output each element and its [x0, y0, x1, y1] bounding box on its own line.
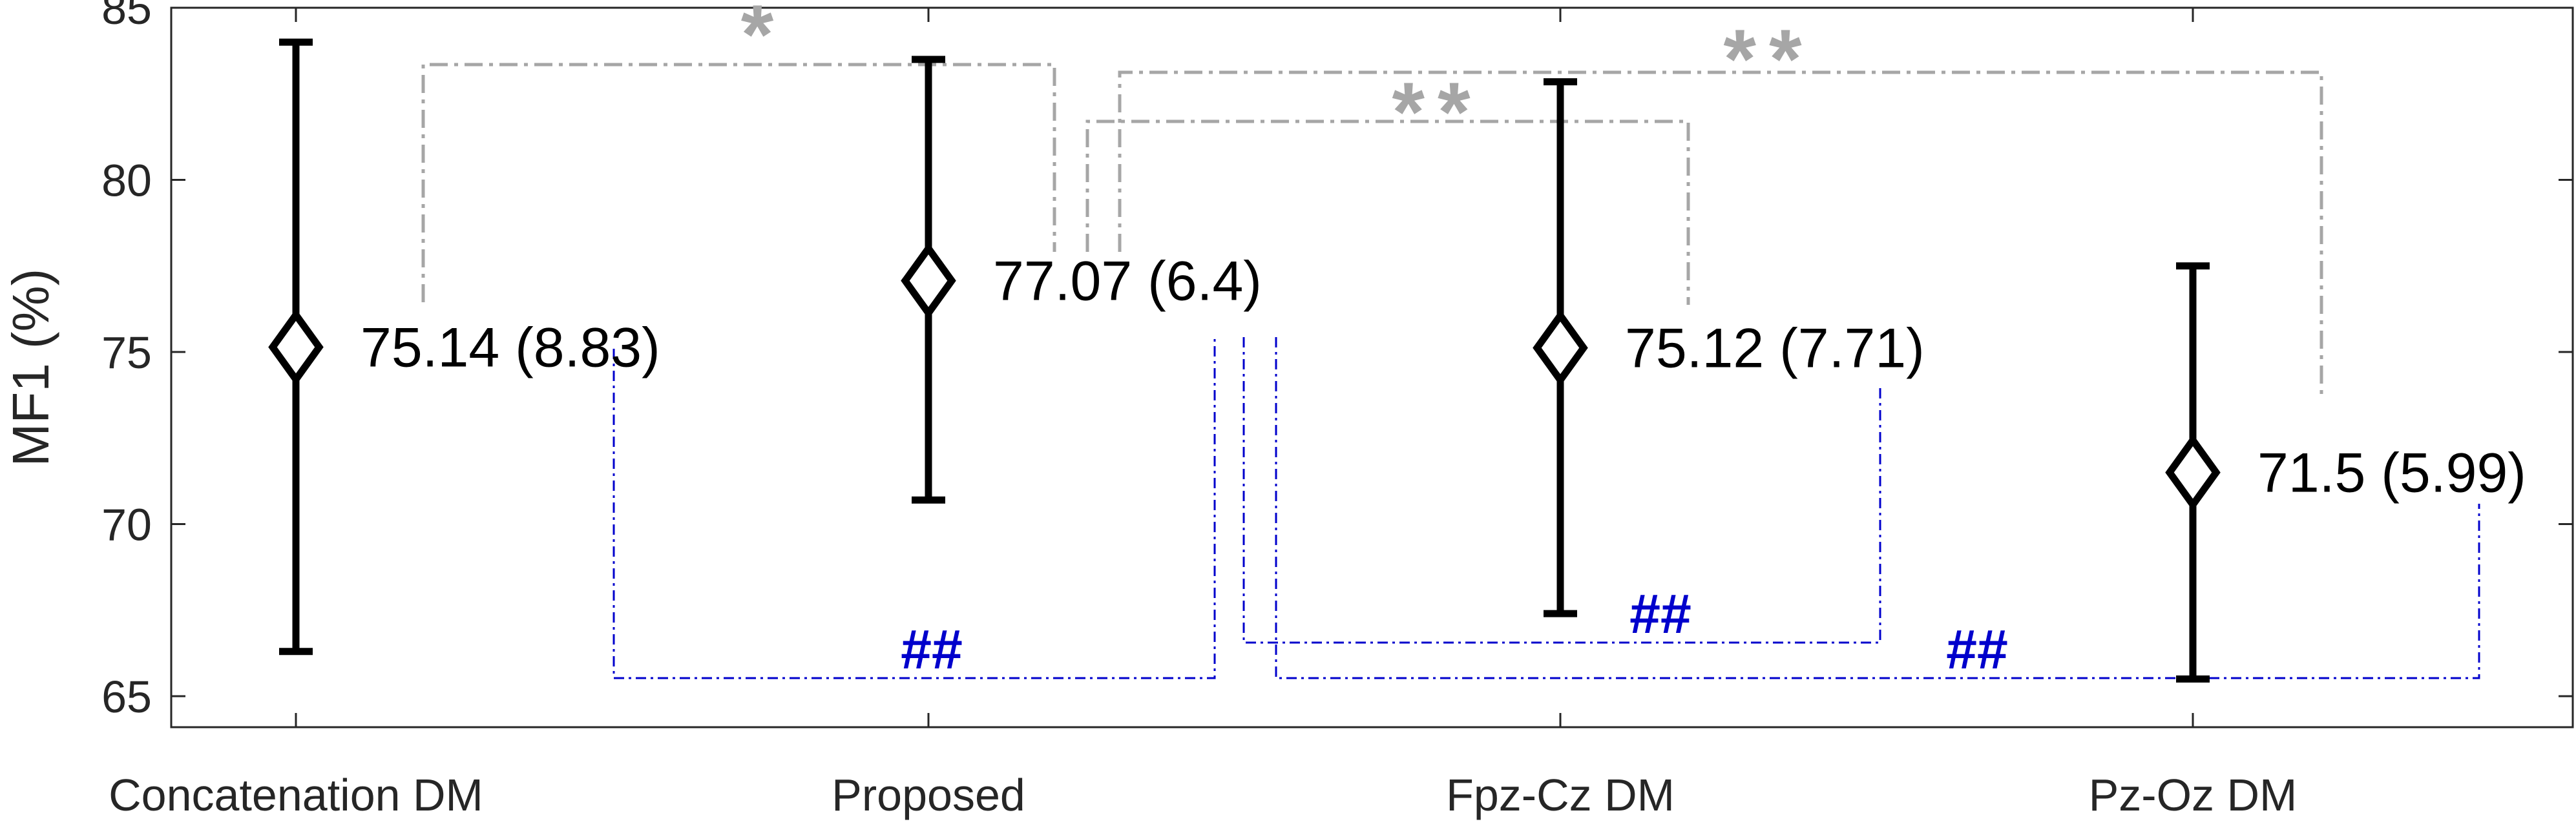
significance-label-gray: * [741, 0, 787, 81]
y-tick-label: 70 [101, 500, 152, 550]
significance-label-gray: ** [1723, 12, 1814, 106]
significance-bracket-gray [1118, 70, 2323, 397]
significance-bracket-blue [1242, 337, 1881, 644]
x-tick-label: Fpz-Cz DM [1446, 770, 1675, 820]
significance-brackets-blue: ## ## ## [613, 337, 2480, 681]
significance-bracket-blue [613, 337, 1216, 679]
x-tick-label: Pz-Oz DM [2089, 770, 2298, 820]
significance-bracket-gray [421, 63, 1056, 302]
mean-diamond-marker [2165, 434, 2221, 511]
plot-box [170, 6, 2574, 728]
significance-label-gray: ** [1392, 65, 1483, 159]
point-value-label: 75.12 (7.71) [1625, 318, 1925, 380]
mean-diamond-marker [268, 309, 324, 386]
y-axis-label: MF1 (%) [2, 269, 59, 467]
y-tick-label: 85 [101, 0, 152, 34]
point-value-label: 71.5 (5.99) [2257, 442, 2526, 504]
errorbar-marks [268, 38, 2221, 683]
x-tick-label: Proposed [832, 770, 1025, 820]
y-tick-label: 65 [101, 672, 152, 722]
point-value-label: 77.07 (6.4) [993, 251, 1262, 313]
y-tick-label: 80 [101, 156, 152, 206]
y-tick-label: 75 [101, 327, 152, 378]
significance-label-blue: ## [901, 619, 963, 681]
significance-brackets-gray: ***** [421, 0, 2323, 397]
significance-label-blue: ## [1946, 619, 2008, 681]
significance-bracket-blue [1275, 337, 2480, 679]
x-tick-label: Concatenation DM [109, 770, 483, 820]
significance-bracket-gray [1085, 119, 1690, 305]
point-value-label: 75.14 (8.83) [361, 317, 660, 379]
mean-diamond-marker [1533, 309, 1588, 387]
point-labels: 75.14 (8.83) 77.07 (6.4) 75.12 (7.71) 71.5 … [361, 251, 2526, 504]
mean-diamond-marker [901, 242, 956, 320]
significance-label-blue: ## [1629, 583, 1691, 645]
